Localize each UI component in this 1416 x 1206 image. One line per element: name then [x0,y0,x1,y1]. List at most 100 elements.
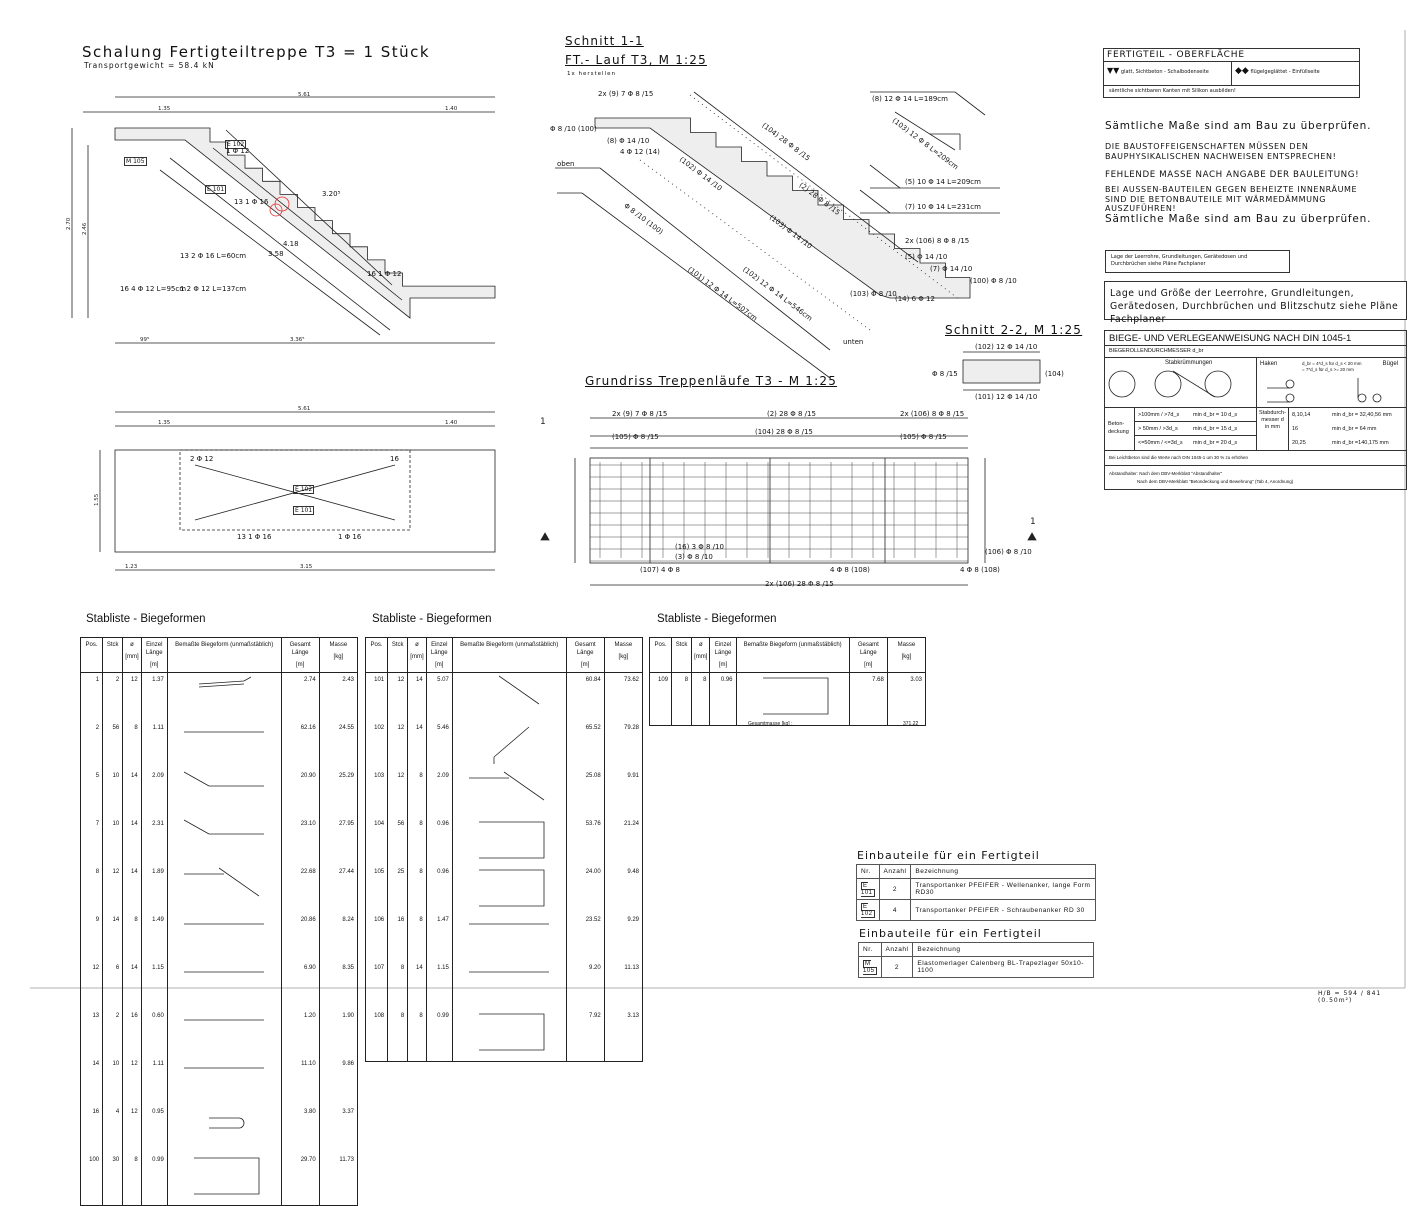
header-text: Masse [897,642,916,648]
drawing-title: Schalung Fertigteiltreppe T3 = 1 Stück [82,43,431,61]
s1-label: 2x (9) 7 Φ 8 /15 [598,90,654,98]
g-label: (105) Φ 8 /15 [900,433,947,441]
einbau-nr: M 105 [858,956,882,978]
einbau-row: M 105 2 Elastomerlager Calenberg BL-Trapez… [858,956,1094,978]
s1-label: (103) Φ 8 /10 [850,290,897,298]
grundriss-title: Grundriss Treppenläufe T3 - M 1:25 [585,374,838,388]
cell-gesamt: 20.86 [280,913,320,961]
cell-shape [451,961,567,1009]
label-e102: E 102 [225,140,247,149]
einbau-header-nr: Nr. [856,864,880,879]
header-text: [m] [435,662,444,668]
cell-stck: 4 [102,1105,124,1153]
din-min: min d_br = 15 d_s [1193,425,1238,432]
cell-pos: 14 [79,1057,104,1105]
section1-note: 1x herstellen [567,71,616,77]
einbau-header-bez: Bezeichnung [912,942,1094,957]
plan-label: 13 1 Φ 16 [237,533,272,541]
column-header-masse: Masse[kg] [886,637,927,673]
cell-shape [166,769,282,817]
einbau-title: Einbauteile für ein Fertigteil [859,927,1042,940]
cell-dia: 16 [122,1009,142,1057]
abst-note: Nach dem DBV-Merkblatt "Betondeckung und… [1137,479,1294,484]
bending-shape-icon [199,676,252,688]
surface-footer: sämtliche sichtbaren Kanten mit Silikon … [1109,88,1236,94]
bending-shape-icon [493,726,530,764]
einbau-bez: Transportanker PFEIFER - Schraubenanker … [910,899,1096,921]
leicht-note: Bei Leichtbeton sind die Werte nach DIN … [1105,451,1406,466]
cell-gesamt: 6.90 [280,961,320,1009]
stab-label: Stabkrümmungen [1165,360,1213,366]
plan-dim-bottom-middle: 3.15 [300,564,313,570]
bar-detail: (5) 10 Φ 14 L=209cm [905,178,981,186]
cell-dia: 8 [407,769,427,817]
g-label: 4 Φ 8 (108) [960,566,1000,574]
g-label: 2x (106) 28 Φ 8 /15 [765,580,834,588]
legend-item: 1 2 Φ 12 L=137cm [180,285,247,293]
cell-gesamt: 29.70 [280,1153,320,1201]
abst-note: Abstandhalter: Nach dem DBV-Merkblatt "A… [1109,471,1223,476]
column-header-form: Bemaßte Biegeform (unmaßstäblich) [451,637,567,673]
cell-shape [166,1105,282,1153]
cell-stck: 10 [102,817,124,865]
einbau-bez-text: Elastomerlager Calenberg BL-Trapezlager … [917,960,1084,974]
cell-masse: 9.91 [603,769,644,817]
einbau-title: Einbauteile für ein Fertigteil [857,849,1040,862]
table-filler [648,721,927,726]
s1-label: (100) Φ 8 /10 [970,277,1017,285]
column-header-stck: Stck [102,637,124,673]
cell-shape [451,1009,567,1057]
cell-masse: 1.90 [318,1009,359,1057]
label-bar: 16 1 Φ 12 [367,270,402,278]
cell-masse: 3.03 [886,672,927,721]
bending-shape-icon [209,1117,245,1129]
s1-label: (7) Φ 14 /10 [930,265,973,273]
header-text: Stck [106,642,119,648]
cell-einzel: 1.89 [140,865,168,913]
note: BEI AUSSEN-BAUTEILEN GEGEN BEHEIZTE INNE… [1105,185,1358,213]
label-e101: E 101 [205,185,227,194]
header-text: ø [130,642,134,648]
einbau-bez: Elastomerlager Calenberg BL-Trapezlager … [912,956,1094,978]
bending-shape-icon [469,971,550,973]
cell-shape [451,672,567,721]
cell-stck: 8 [387,961,409,1009]
cell-pos: 7 [79,817,104,865]
s1-label: Φ 8 /10 (100) [550,125,597,133]
cell-einzel: 2.31 [140,817,168,865]
s1-label: (5) Φ 14 /10 [905,253,948,261]
cell-stck: 25 [387,865,409,913]
header-text: Stck [675,642,688,648]
section1-title: Schnitt 1-1 [565,34,644,48]
dim-row-last: 1.40 [445,106,458,112]
bending-shape-icon [762,677,829,715]
cell-gesamt: 25.08 [565,769,605,817]
s1-label: (14) 6 Φ 12 [895,295,935,303]
gesamtmasse-label: Gesamtmasse [kg] : [748,721,793,727]
small-note: Lage der Leerrohre, Grundleitungen, Gerä… [1105,250,1290,273]
cell-masse: 9.48 [603,865,644,913]
column-header-einzel: Einzel Länge[m] [140,637,168,673]
cell-masse: 3.37 [318,1105,359,1153]
din-cond: <=50mm / <=3d_s [1138,440,1183,446]
einbau-anzahl-text: 2 [894,963,900,971]
din-mm: min d_br = 32,40,56 mm [1332,412,1392,418]
plan-label: 16 [390,455,399,463]
cell-einzel: 1.49 [140,913,168,961]
einbau-anzahl: 4 [878,899,912,921]
cell-dia: 14 [407,961,427,1009]
header-text: Gesamt Länge [574,642,596,656]
cell-stck: 12 [387,721,409,769]
column-header-gesamt: Gesamt Länge[m] [280,637,320,673]
g-label: (106) Φ 8 /10 [985,548,1032,556]
cell-shape [451,817,567,865]
g-label: (107) 4 Φ 8 [640,566,680,574]
